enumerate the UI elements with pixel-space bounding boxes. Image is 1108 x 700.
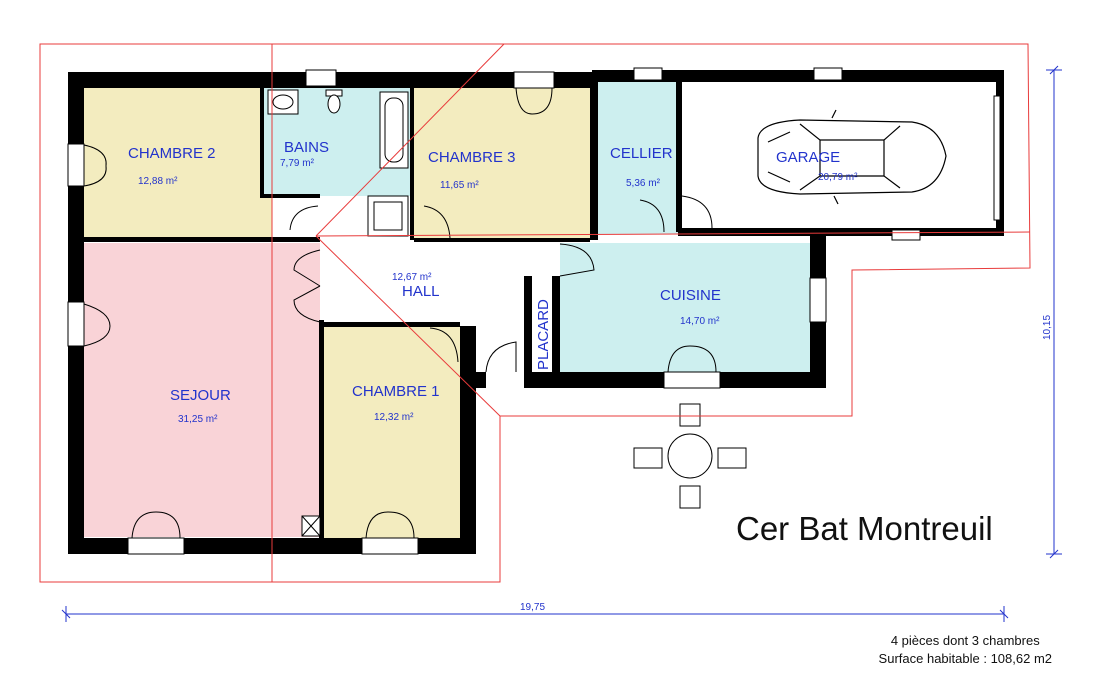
label-cellier: CELLIER xyxy=(610,145,673,162)
door-chambre3-top xyxy=(515,87,553,115)
lot-outline xyxy=(39,43,1031,583)
window-chambre2 xyxy=(67,143,85,187)
door-chambre1-hall xyxy=(429,327,459,363)
windows xyxy=(67,67,1001,555)
wall-cellier-left xyxy=(590,82,598,240)
window-sejour-bottom xyxy=(127,537,185,555)
area-chambre1: 12,32 m² xyxy=(374,412,414,423)
door-chambre1-bottom xyxy=(365,511,415,539)
area-chambre3: 11,65 m² xyxy=(440,180,479,191)
wall-bains-bottom xyxy=(260,194,320,198)
wall-placard xyxy=(524,276,532,376)
fill-chambre1 xyxy=(324,326,460,538)
window-bains xyxy=(305,69,337,87)
summary-rooms: 4 pièces dont 3 chambres xyxy=(890,633,1040,648)
label-hall: HALL xyxy=(402,283,440,300)
area-sejour: 31,25 m² xyxy=(178,414,218,425)
label-chambre3: CHAMBRE 3 xyxy=(428,149,516,166)
fill-sejour xyxy=(84,243,320,537)
area-chambre2: 12,88 m² xyxy=(138,176,178,187)
patio-table-icon xyxy=(633,403,747,509)
door-sejour-window xyxy=(83,303,111,347)
door-cuisine-bottom xyxy=(667,345,717,373)
dim-tick-left xyxy=(61,606,71,622)
window-chambre1-bottom xyxy=(361,537,419,555)
wall-right-bottom xyxy=(460,326,476,554)
car-icon xyxy=(757,109,947,205)
toilet-bowl xyxy=(327,94,341,114)
label-bains: BAINS xyxy=(284,139,329,156)
dim-tick-right xyxy=(999,606,1009,622)
dim-tick-top xyxy=(1046,65,1062,75)
fill-cuisine xyxy=(560,243,810,373)
room-labels: CHAMBRE 2 12,88 m² BAINS 7,79 m² CHAMBRE… xyxy=(128,139,858,425)
label-garage: GARAGE xyxy=(776,149,840,166)
window-cellier xyxy=(633,67,663,81)
wall-chambre3-bottom xyxy=(414,238,590,242)
wall-hall-stub xyxy=(476,372,486,388)
sink-basin xyxy=(272,94,294,110)
label-sejour: SEJOUR xyxy=(170,387,231,404)
fill-chambre2 xyxy=(84,88,272,240)
vent-cross xyxy=(301,515,321,537)
wall-top-right xyxy=(592,70,1004,82)
door-hall-sejour xyxy=(293,249,321,323)
dimension-lines xyxy=(61,65,1062,622)
summary-surface: Surface habitable : 108,62 m2 xyxy=(878,651,1052,666)
brand-title: Cer Bat Montreuil xyxy=(736,510,993,547)
label-chambre1: CHAMBRE 1 xyxy=(352,383,440,400)
area-bains: 7,79 m² xyxy=(280,158,315,169)
lot-horizontal xyxy=(315,231,1031,237)
window-garage xyxy=(813,67,843,81)
dim-height-label: 10,15 xyxy=(1042,315,1053,340)
area-hall: 12,67 m² xyxy=(392,272,432,283)
door-chambre3-hall xyxy=(423,205,451,239)
area-cellier: 5,36 m² xyxy=(626,178,661,189)
window-cuisine-right xyxy=(809,277,827,323)
wall-bains-left xyxy=(260,88,264,196)
lot-boundary xyxy=(39,43,1031,583)
wall-bains-right xyxy=(410,88,414,240)
summary-block: 4 pièces dont 3 chambres Surface habitab… xyxy=(879,632,1052,668)
door-sejour-bottom xyxy=(131,511,181,539)
area-cuisine: 14,70 m² xyxy=(680,316,720,327)
bathtub-inner xyxy=(384,97,404,163)
label-chambre2: CHAMBRE 2 xyxy=(128,145,216,162)
door-garage xyxy=(681,195,713,229)
wall-sejour-right xyxy=(319,320,324,538)
dim-width-label: 19,75 xyxy=(520,602,545,613)
door-chambre2-window xyxy=(83,144,107,187)
wall-sejour-top xyxy=(84,237,320,242)
area-garage: 20,79 m² xyxy=(818,172,858,183)
window-sejour-left xyxy=(67,301,85,347)
lot-diagonal-up xyxy=(315,43,505,237)
wall-cellier-right xyxy=(676,82,682,232)
wall-chambre1-top xyxy=(324,322,460,327)
fill-cellier xyxy=(598,82,678,234)
bath-fixtures xyxy=(267,89,409,537)
window-cuisine-bottom xyxy=(663,371,721,389)
label-cuisine: CUISINE xyxy=(660,287,721,304)
shower-tray xyxy=(373,201,403,231)
door-entrance xyxy=(485,341,517,373)
door-cuisine-hall xyxy=(559,243,595,277)
wall-garage-bottom xyxy=(678,228,1004,236)
label-placard: PLACARD xyxy=(535,299,552,370)
wall-kitchen-left xyxy=(552,276,560,376)
dim-tick-bottom xyxy=(1046,549,1062,559)
fill-chambre3 xyxy=(414,88,590,240)
door-bains xyxy=(289,205,319,231)
window-garage-right xyxy=(993,95,1001,221)
window-garage-bottom xyxy=(891,229,921,241)
doors xyxy=(83,87,717,539)
window-chambre3 xyxy=(513,71,555,89)
door-cellier xyxy=(639,199,665,233)
lot-diagonal-down xyxy=(315,235,501,417)
